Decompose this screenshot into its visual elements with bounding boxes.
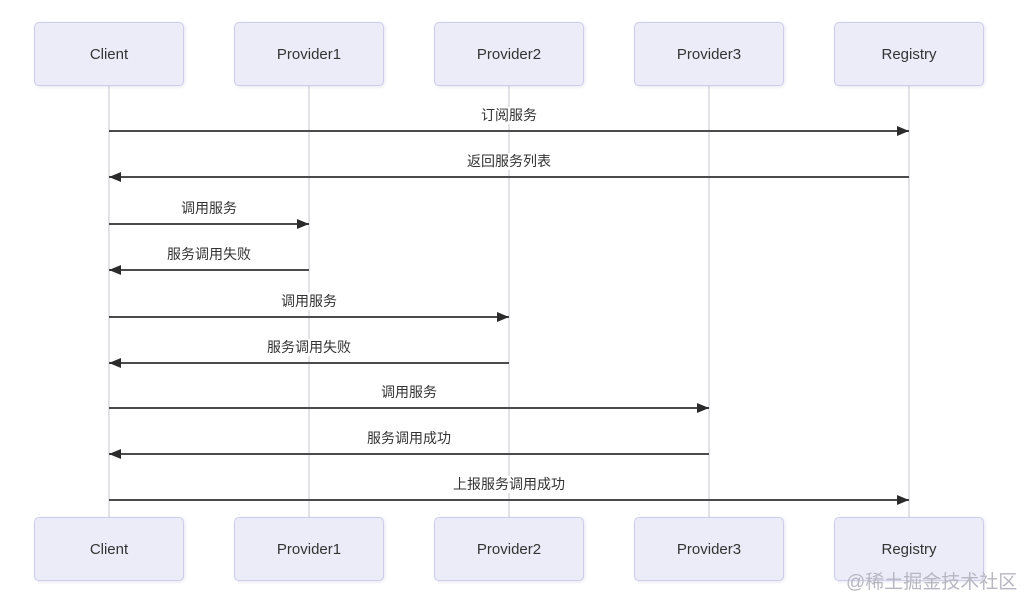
message-label: 调用服务 [176,200,242,217]
message-label: 返回服务列表 [462,153,556,170]
arrowhead-icon [697,403,709,413]
lifeline-client [108,86,110,517]
message-line [109,130,909,132]
participant-top-client: Client [34,22,184,86]
participant-label: Provider1 [276,45,342,63]
participant-top-provider2: Provider2 [434,22,584,86]
watermark: @稀土掘金技术社区 [846,572,1018,593]
message-line [109,453,709,455]
participant-label: Registry [881,540,937,558]
participant-label: Client [89,540,129,558]
message-label: 服务调用成功 [362,430,456,447]
participant-bottom-provider3: Provider3 [634,517,784,581]
message-line [109,316,509,318]
participant-label: Registry [881,45,937,63]
arrowhead-icon [109,358,121,368]
participant-top-provider1: Provider1 [234,22,384,86]
lifeline-registry [908,86,910,517]
message-line [109,269,309,271]
message-label: 上报服务调用成功 [448,476,570,493]
message-line [109,499,909,501]
participant-top-provider3: Provider3 [634,22,784,86]
arrowhead-icon [109,449,121,459]
message-label: 服务调用失败 [162,246,256,263]
arrowhead-icon [109,265,121,275]
participant-label: Provider3 [676,540,742,558]
lifeline-provider3 [708,86,710,517]
message-line [109,407,709,409]
participant-label: Client [89,45,129,63]
message-label: 调用服务 [276,293,342,310]
message-line [109,362,509,364]
participant-label: Provider2 [476,45,542,63]
message-label: 调用服务 [376,384,442,401]
participant-bottom-provider2: Provider2 [434,517,584,581]
message-label: 服务调用失败 [262,339,356,356]
arrowhead-icon [897,495,909,505]
participant-bottom-registry: Registry [834,517,984,581]
participant-bottom-client: Client [34,517,184,581]
message-label: 订阅服务 [476,107,542,124]
message-line [109,223,309,225]
participant-label: Provider1 [276,540,342,558]
arrowhead-icon [109,172,121,182]
participant-label: Provider3 [676,45,742,63]
arrowhead-icon [497,312,509,322]
arrowhead-icon [897,126,909,136]
message-line [109,176,909,178]
lifeline-provider2 [508,86,510,517]
arrowhead-icon [297,219,309,229]
participant-bottom-provider1: Provider1 [234,517,384,581]
participant-top-registry: Registry [834,22,984,86]
participant-label: Provider2 [476,540,542,558]
